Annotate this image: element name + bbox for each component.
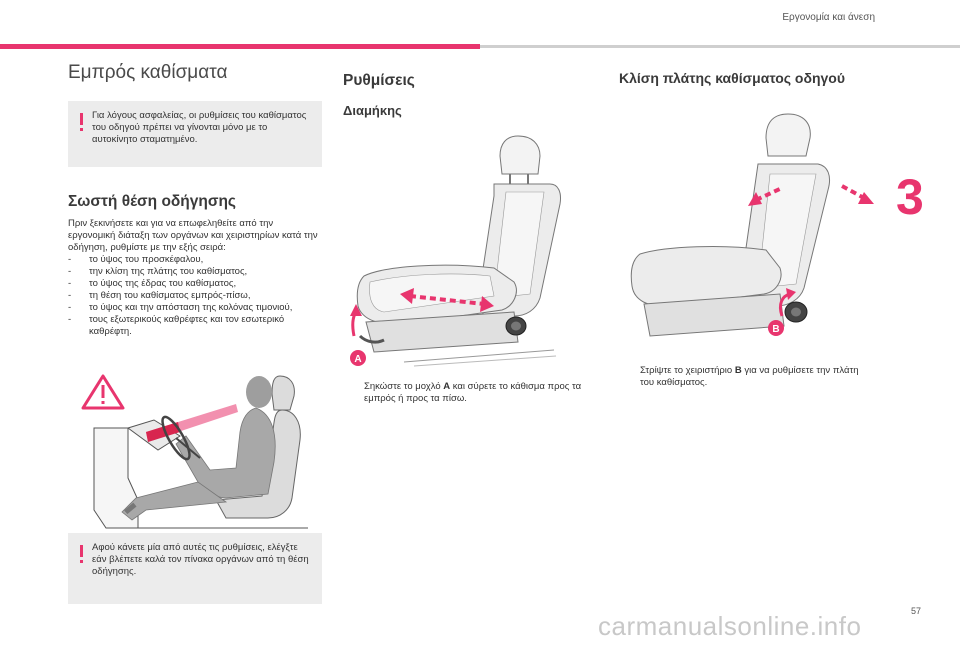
backrest-tilt-illustration: B	[630, 113, 874, 337]
list-item: το ύψος της έδρας του καθίσματος,	[68, 278, 318, 290]
instruction-text-end: για να ρυθμίσετε την πλάτη του καθίσματο…	[640, 365, 859, 388]
list-item: την κλίση της πλάτης του καθίσματος,	[68, 266, 318, 278]
recline-arrow-icon	[748, 184, 874, 206]
section-title: Εργονομία και άνεση	[782, 12, 875, 23]
list-item: το ύψος του προσκέφαλου,	[68, 254, 318, 266]
callout-label-a: A	[354, 354, 361, 365]
page-number: 57	[910, 606, 921, 616]
settings-heading: Ρυθμίσεις	[343, 72, 415, 89]
callout-label-b: B	[772, 324, 779, 335]
warning-icon	[80, 545, 83, 557]
warning-icon	[80, 113, 83, 125]
slide-arrow-icon	[400, 288, 494, 312]
warning-icon-dot	[80, 128, 83, 131]
instruction-text: Στρίψτε το χειριστήριο B για να ρυθμίσετ…	[640, 365, 869, 389]
watermark-text: carmanualsonline.info	[598, 611, 862, 641]
header-divider-bar	[480, 45, 960, 48]
knob-b-instruction: Στρίψτε το χειριστήριο B για να ρυθμίσετ…	[619, 365, 869, 395]
instruction-text: Σηκώστε το μοχλό A και σύρετε το κάθισμα…	[364, 381, 601, 405]
check-instruments-warning-box: Αφού κάνετε μία από αυτές τις ρυθμίσεις,…	[68, 533, 322, 604]
warning-triangle-icon	[81, 374, 125, 410]
instruction-control-label: B	[734, 365, 742, 376]
list-item: τη θέση του καθίσματος εμπρός-πίσω,	[68, 290, 318, 302]
chapter-number: 3	[896, 169, 924, 225]
list-item: τους εξωτερικούς καθρέφτες και τον εσωτε…	[68, 314, 318, 338]
adjustment-order-list: το ύψος του προσκέφαλου, την κλίση της π…	[68, 254, 318, 338]
instruction-control-label: A	[443, 381, 451, 392]
driving-position-intro: Πριν ξεκινήσετε και για να επωφεληθείτε …	[68, 218, 318, 253]
instruction-text-start: Σηκώστε το μοχλό	[364, 381, 441, 392]
warning-text: Για λόγους ασφαλείας, οι ρυθμίσεις του κ…	[92, 110, 307, 145]
warning-text: Αφού κάνετε μία από αυτές τις ρυθμίσεις,…	[92, 542, 309, 577]
backrest-tilt-heading: Κλίση πλάτης καθίσματος οδηγού	[619, 70, 846, 86]
lever-a-instruction: Σηκώστε το μοχλό A και σύρετε το κάθισμα…	[343, 381, 601, 411]
longitudinal-adjust-illustration: A	[350, 135, 561, 367]
driver-position-illustration	[81, 374, 308, 529]
longitudinal-subheading: Διαμήκης	[343, 103, 402, 118]
lift-arrow-icon	[350, 304, 362, 337]
instruction-text-start: Στρίψτε το χειριστήριο	[640, 365, 733, 376]
instruction-text-end: και σύρετε το κάθισμα προς τα εμπρός ή π…	[364, 381, 582, 404]
rotate-arrow-icon	[778, 288, 796, 317]
page-title: Εμπρός καθίσματα	[68, 62, 228, 83]
safety-warning-box: Για λόγους ασφαλείας, οι ρυθμίσεις του κ…	[68, 101, 322, 167]
warning-icon-dot	[80, 560, 83, 563]
driving-position-heading: Σωστή θέση οδήγησης	[68, 193, 236, 210]
list-item: το ύψος και την απόσταση της κολόνας τιμ…	[68, 302, 318, 314]
header-accent-bar	[0, 44, 480, 49]
